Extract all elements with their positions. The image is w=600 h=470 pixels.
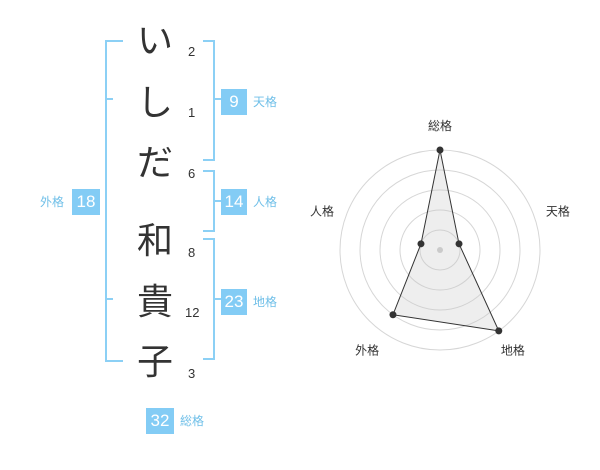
jinkaku-bracket-tick <box>213 200 221 202</box>
stroke-count-3: 6 <box>188 166 196 181</box>
stroke-count-4: 8 <box>188 245 196 260</box>
name-char-5: 貴 <box>136 282 173 323</box>
radar-ring-3 <box>379 189 501 311</box>
name-char-2: し <box>136 83 173 124</box>
radar-point-4 <box>389 311 397 319</box>
gaikaku-label: 外格 <box>40 195 65 209</box>
stroke-count-2: 1 <box>188 105 196 120</box>
chikaku-badge: 23 <box>221 289 247 315</box>
gaikaku-bracket-tick-top <box>105 98 113 100</box>
radar-point-1 <box>436 146 444 154</box>
gaikaku-bracket-tick-bottom <box>105 298 113 300</box>
radar-series-polygon <box>392 149 500 332</box>
soukaku-label: 総格 <box>180 414 205 428</box>
radar-axis-label-3: 地格 <box>501 342 525 357</box>
radar-axis-label-2: 天格 <box>546 204 570 219</box>
tenkaku-badge: 9 <box>221 89 247 115</box>
tenkaku-bracket-tick <box>213 98 221 100</box>
jinkaku-badge: 14 <box>221 189 247 215</box>
jinkaku-label: 人格 <box>253 195 278 209</box>
radar-point-2 <box>455 240 463 248</box>
chikaku-bracket-tick <box>213 298 221 300</box>
tenkaku-label: 天格 <box>253 95 278 109</box>
name-char-4: 和 <box>136 221 173 262</box>
name-char-1: い <box>136 21 173 62</box>
chikaku-label: 地格 <box>253 295 278 309</box>
radar-axis-label-4: 外格 <box>355 342 379 357</box>
radar-ring-2 <box>399 209 481 291</box>
stroke-count-1: 2 <box>188 44 196 59</box>
radar-axis-label-1: 総格 <box>428 118 452 133</box>
gaikaku-bracket <box>105 40 123 362</box>
soukaku-badge: 32 <box>146 408 174 434</box>
radar-ring-4 <box>359 169 521 331</box>
tenkaku-bracket <box>203 40 215 161</box>
radar-axis-label-5: 人格 <box>310 204 334 219</box>
radar-ring-1 <box>419 229 461 271</box>
name-char-3: だ <box>136 143 173 184</box>
gaikaku-badge: 18 <box>72 189 100 215</box>
radar-center <box>437 247 443 253</box>
stroke-count-6: 3 <box>188 366 196 381</box>
stroke-count-5: 12 <box>185 305 200 320</box>
name-char-6: 子 <box>136 342 173 383</box>
radar-point-3 <box>495 327 503 335</box>
radar-point-5 <box>417 240 425 248</box>
